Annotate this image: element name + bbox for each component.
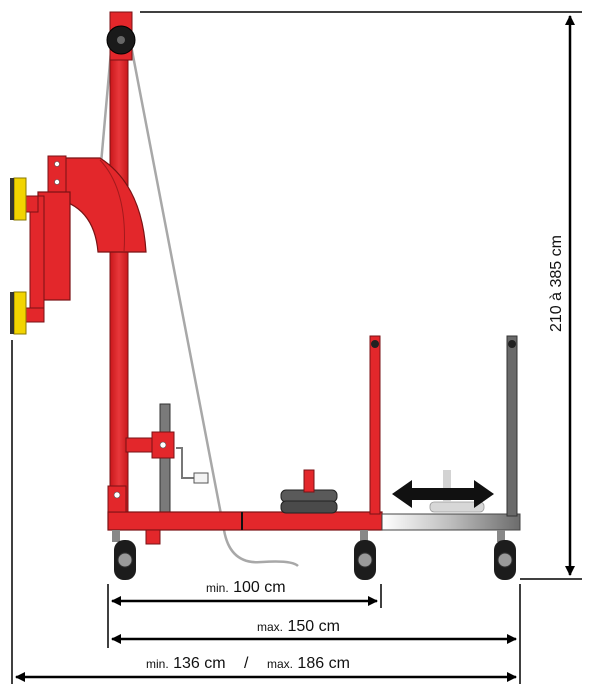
- total-max-prefix: max.: [266, 657, 293, 671]
- wheel-extension: [494, 530, 516, 580]
- lifting-arm: [51, 157, 147, 253]
- extension-upright: [506, 335, 518, 517]
- height-label: 210 à 385 cm: [548, 235, 565, 332]
- wheel-rear-left: [354, 530, 376, 580]
- total-max-value: 186 cm: [297, 655, 350, 672]
- suction-pad-top-icon: [13, 177, 27, 221]
- base-extension: [381, 513, 521, 531]
- mast: [109, 11, 129, 515]
- wheel-front-left: [112, 530, 136, 580]
- base-chassis: [107, 511, 383, 531]
- base-min-value: 100 cm: [233, 579, 286, 596]
- lifting-cable: [128, 39, 299, 567]
- base-min-label: min. 100 cm: [206, 580, 286, 596]
- extension-travel-arrow-icon: [392, 480, 494, 508]
- base-max-value: 150 cm: [287, 618, 340, 635]
- suction-pad-bottom-icon: [13, 291, 27, 335]
- rear-upright: [369, 335, 381, 515]
- base-max-prefix: max.: [257, 620, 284, 634]
- total-min-prefix: min.: [146, 657, 169, 671]
- total-min-value: 136 cm: [173, 655, 226, 672]
- total-label: min. 136 cm / max. 186 cm: [146, 656, 350, 672]
- base-min-prefix: min.: [206, 581, 229, 595]
- total-separator: /: [244, 655, 249, 672]
- height-value: 210 à 385 cm: [548, 235, 565, 332]
- winch-crank-icon: [176, 447, 196, 479]
- base-max-label: max. 150 cm: [257, 619, 340, 635]
